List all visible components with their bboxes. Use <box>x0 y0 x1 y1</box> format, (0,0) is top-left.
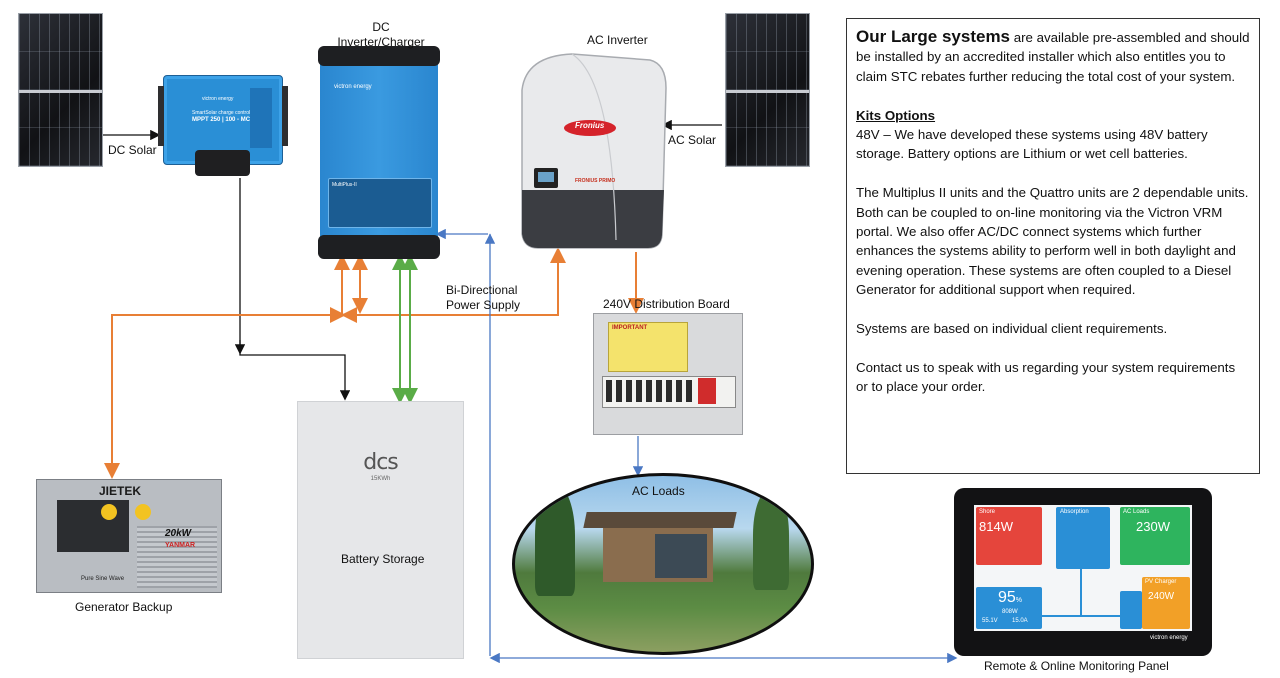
generator-wave: Pure Sine Wave <box>81 576 125 582</box>
pv-value: 240W <box>1148 591 1175 602</box>
shore-value: 814W <box>979 519 1013 534</box>
db-breaker-red <box>698 378 716 404</box>
generator-vent <box>137 526 217 588</box>
mppt-model-1: SmartSolar charge controller <box>192 110 256 116</box>
info-para-2: The Multiplus II units and the Quattro u… <box>856 185 1249 298</box>
ac-loads-label: AC Loads <box>632 484 685 498</box>
generator-engine: YANMAR <box>165 542 196 549</box>
battery-watts: 808W <box>1002 609 1018 615</box>
ac-inverter-label: AC Inverter <box>587 33 648 47</box>
info-heading: Our Large systems <box>856 27 1011 46</box>
distribution-board: IMPORTANT <box>593 313 743 435</box>
battery-storage-label: Battery Storage <box>341 552 425 566</box>
generator-brand: JIETEK <box>99 484 142 498</box>
db-breaker-row <box>606 380 694 402</box>
generator-control-panel <box>57 500 129 552</box>
house-tree-right <box>753 490 789 590</box>
dc-solar-panel <box>18 13 103 167</box>
generator-outlet-2 <box>135 504 151 520</box>
bidirectional-label: Bi-Directional Power Supply <box>446 283 521 312</box>
dc-inverter-label: DC Inverter/Charger <box>337 20 425 49</box>
dc-solar-label: DC Solar <box>108 143 157 157</box>
info-para-4: Contact us to speak with us regarding yo… <box>856 359 1236 395</box>
house-window <box>655 534 707 578</box>
ac-bus-wires <box>104 247 644 479</box>
mppt-blue-bar <box>250 88 272 148</box>
pv-charger-tile: PV Charger 240W <box>1142 577 1190 629</box>
generator-unit: JIETEK 20kW YANMAR Pure Sine Wave <box>36 479 222 593</box>
battery-capacity: 15KWh <box>370 476 391 482</box>
house-tree-left <box>535 486 575 596</box>
multiplus-inverter: victron energy MultiPlus-II <box>318 46 440 259</box>
house-roof <box>583 512 737 528</box>
generator-outlet-1 <box>101 504 117 520</box>
battery-amps: 15.0A <box>1012 618 1028 624</box>
battery-volts: 55.1V <box>982 618 998 624</box>
battery-storage-unit: dcs 15KWh <box>297 401 464 659</box>
mppt-brand: victron energy <box>202 96 234 102</box>
generator-ac-wire <box>104 307 346 479</box>
distribution-board-label: 240V Distribution Board <box>603 297 730 311</box>
ac-loads-tile: AC Loads 230W <box>1120 507 1190 565</box>
inverter-tile <box>1120 591 1142 629</box>
battery-brand: dcs <box>363 450 399 475</box>
generator-backup-label: Generator Backup <box>75 600 173 614</box>
generator-rating: 20kW <box>165 528 192 539</box>
fronius-model-mark: FRONIUS PRIMO <box>575 178 616 184</box>
multiplus-top-cap <box>318 46 440 66</box>
monitoring-panel-label: Remote & Online Monitoring Panel <box>984 659 1169 673</box>
multiplus-model: MultiPlus-II <box>332 182 357 188</box>
ac-solar-panel <box>725 13 810 167</box>
monitoring-tablet: Shore 814W Absorption AC Loads 230W 95% … <box>954 488 1212 656</box>
kits-title: Kits Options <box>856 107 936 123</box>
multiplus-bottom-cap <box>318 235 440 259</box>
ac-solar-label: AC Solar <box>668 133 717 147</box>
monitor-bus-line <box>1042 615 1120 617</box>
info-para-3: Systems are based on individual client r… <box>856 321 1168 337</box>
info-intro: Our Large systems are available pre-asse… <box>856 27 1250 84</box>
mppt-terminals <box>195 150 250 176</box>
info-text-box: Our Large systems are available pre-asse… <box>846 18 1260 474</box>
monitor-brand: victron energy <box>1150 635 1188 641</box>
multiplus-brand: victron energy <box>334 84 372 90</box>
battery-pct: 95% <box>998 589 1023 606</box>
data-wires <box>435 228 958 664</box>
monitor-bus-vertical <box>1080 569 1082 615</box>
ac-loads-house-image <box>512 473 814 655</box>
battery-tile: 95% 808W 55.1V 15.0A <box>976 587 1042 629</box>
db-warning-label: IMPORTANT <box>608 322 688 372</box>
fronius-brand-mark: Fronius <box>575 121 605 130</box>
shore-tile: Shore 814W <box>976 507 1042 565</box>
ac-loads-value: 230W <box>1136 519 1170 534</box>
absorption-tile: Absorption <box>1056 507 1110 569</box>
multiplus-control-panel: MultiPlus-II <box>328 178 432 228</box>
mppt-model-2: MPPT 250 | 100 - MC4 <box>192 117 254 123</box>
monitor-screen: Shore 814W Absorption AC Loads 230W 95% … <box>974 505 1192 631</box>
fronius-inverter <box>521 53 667 249</box>
